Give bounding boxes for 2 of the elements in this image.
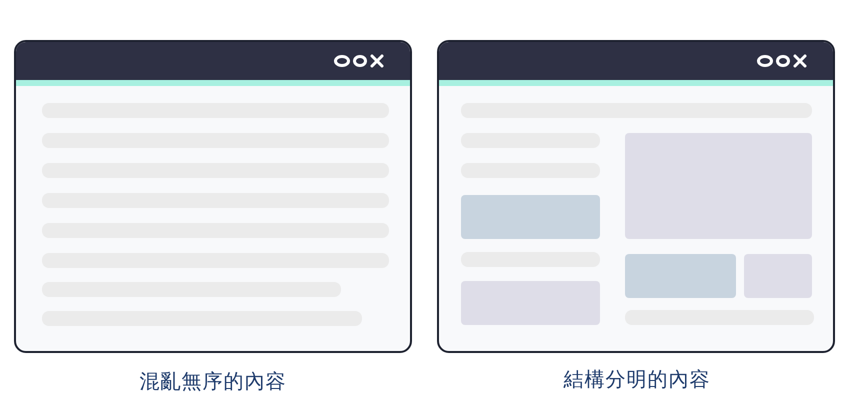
caption: 結構分明的內容 xyxy=(564,366,710,393)
caption: 混亂無序的內容 xyxy=(140,368,286,395)
